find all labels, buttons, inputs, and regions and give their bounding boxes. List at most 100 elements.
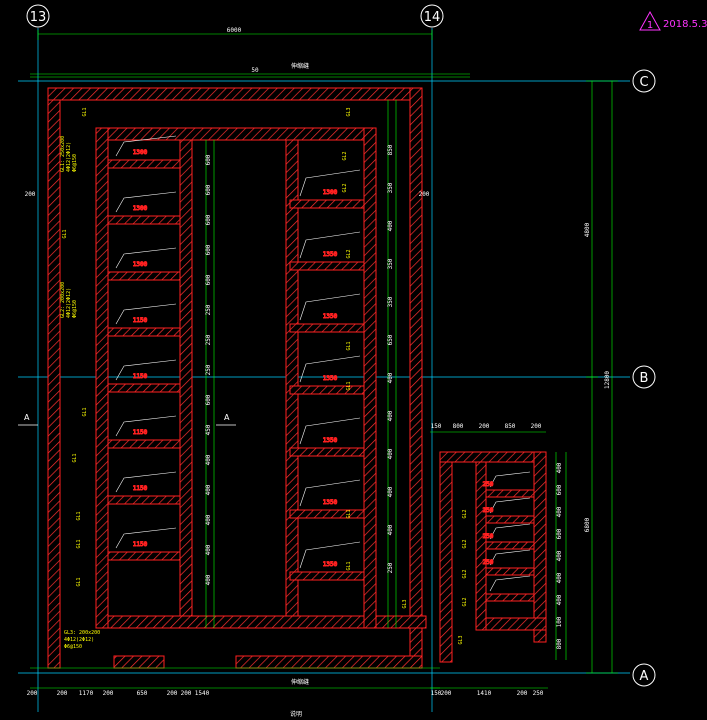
corridor-walls <box>95 127 377 629</box>
left-partition <box>107 159 181 169</box>
right-col-dim: 350 <box>387 296 394 307</box>
gl-label: GL2 <box>462 509 468 518</box>
annex-col-dim: 600 <box>556 528 563 539</box>
right-col-dim: 400 <box>387 410 394 421</box>
right-partition <box>289 323 365 333</box>
annex-slope-line <box>489 575 531 592</box>
annex-slope-line <box>489 549 531 566</box>
dim-right-total: 12800 <box>604 371 611 389</box>
bottom-right-dim: 200 <box>441 690 452 697</box>
left-slope-line <box>115 135 177 157</box>
right-col-dim: 400 <box>387 486 394 497</box>
mid-col-dim: 450 <box>205 424 212 435</box>
left-slope-line <box>115 471 177 493</box>
mid-col-dim: 600 <box>205 214 212 225</box>
left-slope-line <box>115 303 177 325</box>
gl-label: GL1 <box>76 539 82 548</box>
svg-text:14: 14 <box>424 10 441 25</box>
right-room-width: 1350 <box>323 499 338 506</box>
left-slope-line <box>115 191 177 213</box>
mid-col-dim: 250 <box>205 304 212 315</box>
annex-partition <box>485 541 535 550</box>
svg-text:A: A <box>24 413 30 422</box>
right-partition <box>289 385 365 395</box>
outer-walls <box>47 87 427 669</box>
annex-step-width: 250 <box>483 559 494 566</box>
left-slope-line <box>115 359 177 381</box>
svg-text:1: 1 <box>647 20 653 31</box>
svg-text:Φ6@150: Φ6@150 <box>72 300 78 318</box>
mid-col-dim: 400 <box>205 454 212 465</box>
svg-text:4Φ12(2Φ12): 4Φ12(2Φ12) <box>66 142 72 172</box>
annex-top-dim: 800 <box>453 423 464 430</box>
gl-label: GL1 <box>62 229 68 238</box>
mid-col-dim: 600 <box>205 184 212 195</box>
bottom-dim: 1170 <box>79 690 94 697</box>
left-room-width: 1300 <box>133 205 148 212</box>
mid-col-dim: 600 <box>205 274 212 285</box>
gl-label: GL1 <box>346 381 352 390</box>
annex-slope-line <box>489 523 531 540</box>
svg-text:Φ6@150: Φ6@150 <box>72 154 78 172</box>
mid-col-dim: 400 <box>205 544 212 555</box>
svg-text:A: A <box>224 413 230 422</box>
gl-label: GL1 <box>82 107 88 116</box>
dim-left-edge: 200 <box>25 191 36 198</box>
right-slope-line <box>299 479 361 507</box>
svg-text:GL3: 200x200: GL3: 200x200 <box>64 630 100 636</box>
annex-top-dim: 200 <box>531 423 542 430</box>
annex-partition <box>485 489 535 498</box>
right-slope-line <box>299 293 361 321</box>
right-col-dim: 850 <box>387 144 394 155</box>
right-room-width: 1350 <box>323 437 338 444</box>
mid-col-dim: 250 <box>205 334 212 345</box>
axis-bubble-14: 14 <box>420 4 444 28</box>
dim-bottom-label: 伸缩缝 <box>291 678 309 686</box>
mid-dim-text: 6006006006006002502502506004504004004004… <box>205 144 563 649</box>
dim-top-overall: 6000 <box>227 27 242 34</box>
revision-tag: 1 2018.5.3 <box>639 10 707 31</box>
annex-top-dim: 850 <box>505 423 516 430</box>
gl-label: GL3 <box>402 599 408 608</box>
axis-bubble-c: C <box>632 69 656 93</box>
right-col-dim: 400 <box>387 372 394 383</box>
figure-caption: 说明 <box>290 710 302 718</box>
right-col-dim: 400 <box>387 524 394 535</box>
bottom-right-dim: 150 <box>431 690 442 697</box>
left-room-width: 1300 <box>133 261 148 268</box>
right-col-dim: 350 <box>387 258 394 269</box>
svg-text:C: C <box>639 75 648 90</box>
left-room-width: 1150 <box>133 485 148 492</box>
bottom-dim: 200 <box>27 690 38 697</box>
gl-labels: GL1GL1GL1GL1GL1GL1GL1GL3GL2GL2GL2GL1GL1G… <box>62 107 468 644</box>
mid-col-dim: 250 <box>205 364 212 375</box>
left-slope-line <box>115 247 177 269</box>
annex-step-width: 250 <box>483 533 494 540</box>
right-dimensions <box>586 80 618 674</box>
bottom-dim: 200 <box>167 690 178 697</box>
dim-right-lower: 6800 <box>584 517 591 532</box>
right-slope-line <box>299 541 361 569</box>
left-room-width: 1300 <box>133 149 148 156</box>
left-slope-line <box>115 527 177 549</box>
gl-label: GL2 <box>462 569 468 578</box>
svg-text:A: A <box>640 669 649 684</box>
bottom-right-dim: 250 <box>533 690 544 697</box>
axis-bubble-b: B <box>632 365 656 389</box>
svg-text:GL2: 200x200: GL2: 200x200 <box>60 282 66 318</box>
bottom-dim: 200 <box>103 690 114 697</box>
mid-col-dim: 600 <box>205 394 212 405</box>
gl-label: GL1 <box>346 561 352 570</box>
bottom-dim: 200 <box>181 690 192 697</box>
gl-label: GL1 <box>76 577 82 586</box>
left-room-width: 1150 <box>133 541 148 548</box>
right-slope-line <box>299 231 361 259</box>
beam-note-a: GL1: 250x200 4Φ12(2Φ12) Φ6@150 <box>60 136 78 172</box>
svg-text:2018.5.3: 2018.5.3 <box>663 19 707 30</box>
annex-slope-line <box>489 471 531 488</box>
annex-col-dim: 400 <box>556 572 563 583</box>
